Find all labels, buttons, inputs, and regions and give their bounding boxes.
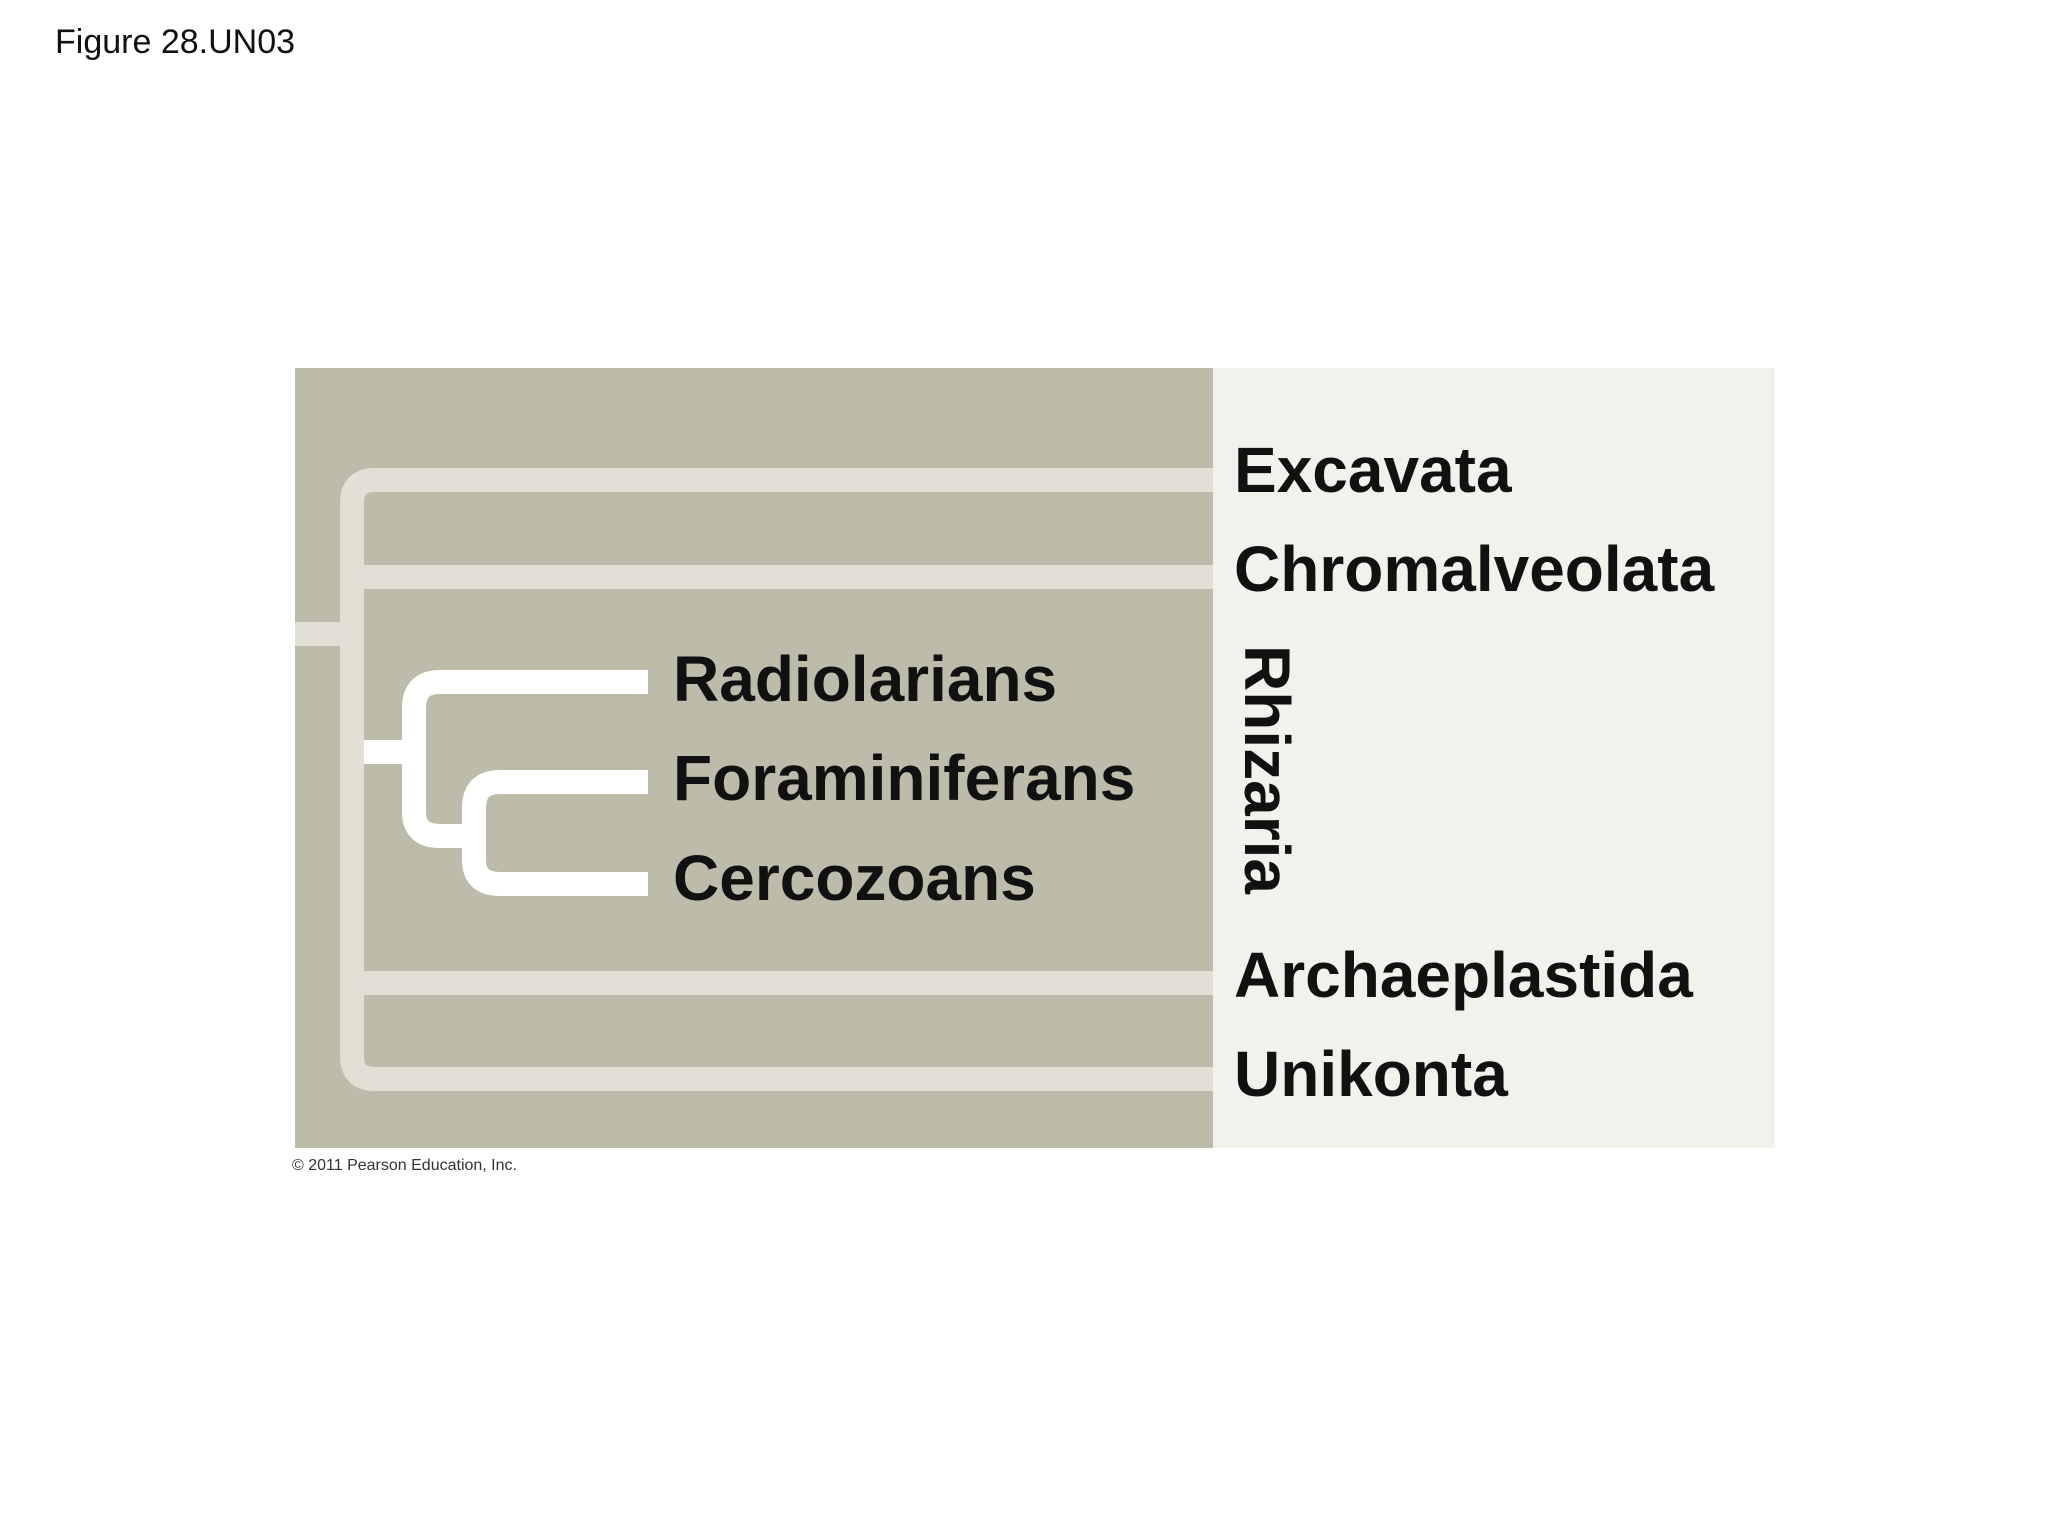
label-foraminiferans: Foraminiferans — [673, 742, 1135, 814]
dark-panel — [295, 368, 1213, 1148]
branch-foraminiferans-cercozoans — [462, 770, 648, 896]
label-cercozoans: Cercozoans — [673, 842, 1036, 914]
rhizaria-inner-tree — [364, 670, 648, 896]
label-unikonta: Unikonta — [1234, 1038, 1508, 1110]
branch-radiolarians — [402, 670, 648, 848]
outer-tree-branches — [295, 468, 1213, 1091]
light-panel — [1213, 368, 1775, 1148]
figure-label: Figure 28.UN03 — [55, 23, 296, 61]
label-chromalveolata: Chromalveolata — [1234, 533, 1715, 605]
label-archaeplastida: Archaeplastida — [1234, 939, 1693, 1011]
label-radiolarians: Radiolarians — [673, 643, 1057, 715]
label-rhizaria: Rhizaria — [1231, 645, 1303, 894]
label-excavata: Excavata — [1234, 434, 1512, 506]
branch-excavata-unikonta — [340, 468, 1213, 1091]
copyright-notice: © 2011 Pearson Education, Inc. — [292, 1157, 517, 1174]
